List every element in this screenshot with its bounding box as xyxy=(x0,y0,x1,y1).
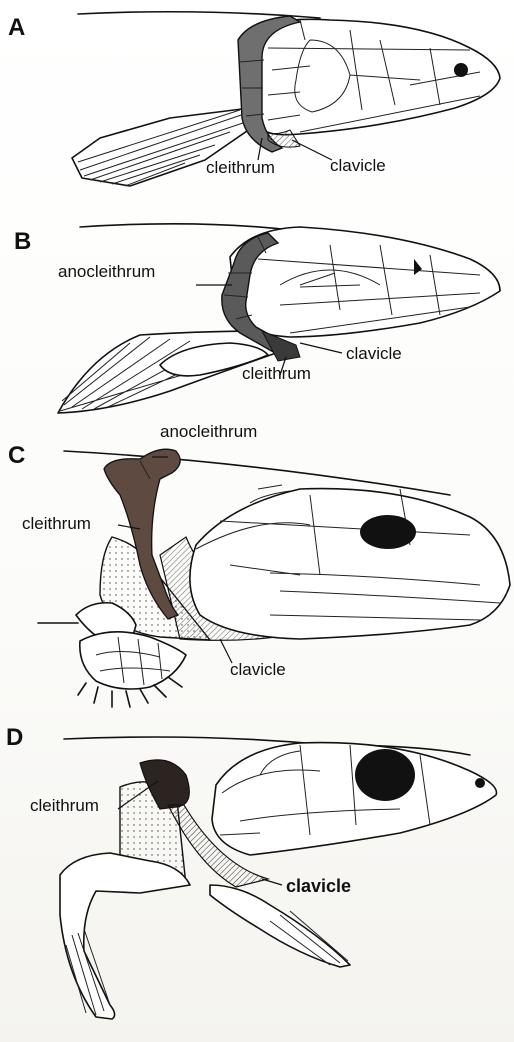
panel-d-clavicle-pointer xyxy=(262,879,282,885)
panel-b-clavicle-pointer xyxy=(300,343,342,353)
panel-c-clavicle-label: clavicle xyxy=(230,660,286,680)
panel-c-anocleithrum-label: anocleithrum xyxy=(160,422,257,442)
panel-d-cleithrum-label: cleithrum xyxy=(30,796,99,816)
panel-a-eye xyxy=(454,63,468,77)
panel-a-drawing xyxy=(0,0,514,215)
panel-b-cleithrum-label: cleithrum xyxy=(242,364,311,384)
panel-d-clavicle-label: clavicle xyxy=(286,876,351,897)
panel-b-dorsal-line xyxy=(80,224,300,231)
panel-b-anocleithrum-label: anocleithrum xyxy=(58,262,155,282)
panel-b-clavicle-label: clavicle xyxy=(346,344,402,364)
panel-d-nostril xyxy=(475,778,485,788)
panel-c-eye xyxy=(360,515,416,549)
panel-a-clavicle-pointer xyxy=(292,140,332,160)
panel-c-manus xyxy=(80,632,186,689)
panel-a-clavicle-label: clavicle xyxy=(330,156,386,176)
panel-d-eye xyxy=(355,749,415,801)
panel-b-drawing xyxy=(0,215,514,425)
panel-c-cleithrum-label: cleithrum xyxy=(22,514,91,534)
panel-d-drawing xyxy=(0,715,514,1040)
panel-a-cleithrum-label: cleithrum xyxy=(206,158,275,178)
